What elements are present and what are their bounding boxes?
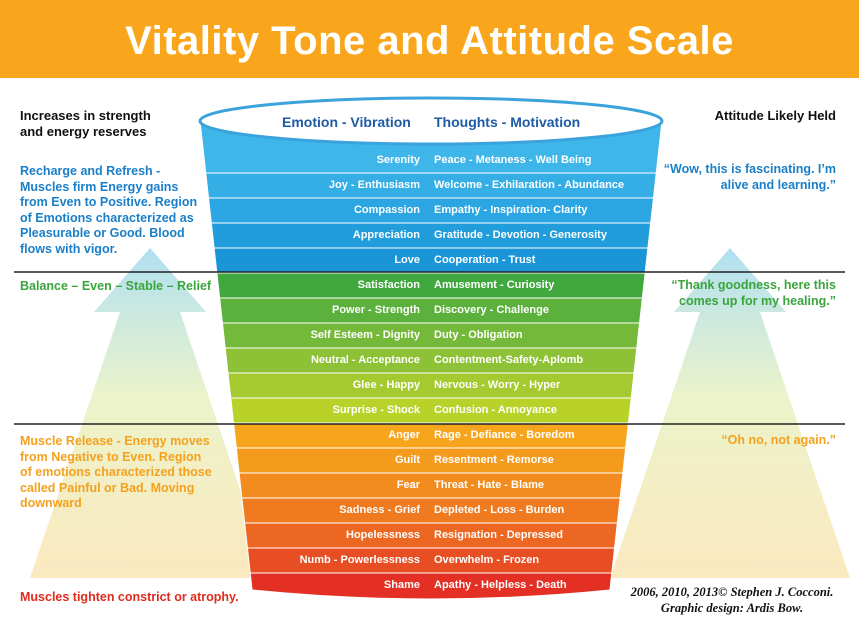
quote-bottom: “Oh no, not again.”: [721, 433, 836, 447]
muscle-release-line: called Painful or Bad. Moving: [20, 480, 195, 495]
left-up-arrow: [30, 248, 270, 578]
recharge-line: of Emotions characterized as: [20, 210, 194, 225]
thoughts-column-header: Thoughts - Motivation: [434, 114, 581, 130]
funnel-top-ellipse: [198, 96, 664, 146]
recharge-line: Recharge and Refresh -: [20, 164, 161, 178]
muscle-release-line: from Negative to Even. Region: [20, 449, 202, 464]
emotion-label: Surprise - Shock: [332, 404, 420, 416]
thought-label: Amusement - Curiosity: [434, 279, 555, 291]
thought-label: Empathy - Inspiration- Clarity: [434, 204, 588, 216]
left-header-line: Increases in strength: [20, 108, 151, 123]
credit: 2006, 2010, 2013© Stephen J. Cocconi. Gr…: [612, 584, 852, 616]
emotion-label: Joy - Enthusiasm: [328, 179, 420, 191]
muscle-release-line: Muscle Release - Energy moves: [20, 434, 210, 448]
thought-label: Cooperation - Trust: [434, 254, 536, 266]
thought-label: Discovery - Challenge: [434, 304, 549, 316]
muscle-release-line: of emotions characterized those: [20, 465, 212, 479]
right-up-arrow: [610, 248, 850, 578]
right-header: Attitude Likely Held: [714, 108, 836, 123]
emotion-label: Anger: [388, 429, 420, 441]
emotion-label: Shame: [383, 579, 420, 591]
recharge-line: flows with vigor.: [20, 241, 118, 256]
emotion-label: Guilt: [394, 454, 420, 466]
emotion-label: Numb - Powerlessness: [299, 554, 420, 566]
quote-mid-line: “Thank goodness, here this: [671, 278, 836, 292]
quote-mid: “Thank goodness, here this comes up for …: [636, 278, 836, 309]
emotion-label: Fear: [396, 479, 420, 491]
recharge-line: from Even to Positive. Region: [20, 195, 198, 209]
muscles-tighten-note: Muscles tighten constrict or atrophy.: [20, 590, 239, 604]
emotion-column-header: Emotion - Vibration: [282, 114, 411, 130]
thought-label: Depleted - Loss - Burden: [434, 504, 565, 516]
thought-label: Contentment-Safety-Aplomb: [434, 354, 584, 366]
thought-label: Nervous - Worry - Hyper: [434, 379, 561, 391]
recharge-line: Muscles firm Energy gains: [20, 179, 179, 194]
quote-top-line: “Wow, this is fascinating. I’m: [663, 162, 836, 176]
quote-top-line: alive and learning.”: [720, 177, 836, 192]
thought-label: Overwhelm - Frozen: [434, 554, 540, 566]
emotion-label: Satisfaction: [357, 279, 420, 291]
thought-label: Apathy - Helpless - Death: [434, 579, 567, 591]
left-header-line: and energy reserves: [20, 124, 147, 139]
emotion-label: Sadness - Grief: [339, 504, 420, 516]
left-header: Increases in strength and energy reserve…: [20, 108, 151, 140]
emotion-label: Love: [394, 254, 420, 266]
emotion-label: Serenity: [376, 154, 420, 166]
thought-label: Confusion - Annoyance: [434, 404, 558, 416]
funnel-rows: [199, 120, 663, 600]
muscle-release-line: downward: [20, 496, 82, 510]
emotion-label: Hopelessness: [346, 529, 420, 541]
recharge-text: Recharge and Refresh - Muscles firm Ener…: [20, 164, 210, 257]
emotion-label: Glee - Happy: [352, 379, 420, 391]
thought-label: Rage - Defiance - Boredom: [434, 429, 575, 441]
recharge-line: Pleasurable or Good. Blood: [20, 226, 185, 240]
quote-top: “Wow, this is fascinating. I’m alive and…: [636, 162, 836, 193]
emotion-label: Power - Strength: [331, 304, 420, 316]
funnel-band: [249, 572, 613, 600]
thought-label: Resentment - Remorse: [434, 454, 554, 466]
emotion-label: Compassion: [353, 204, 420, 216]
page-title: Vitality Tone and Attitude Scale: [125, 19, 734, 63]
thought-label: Duty - Obligation: [434, 329, 523, 341]
quote-mid-line: comes up for my healing.”: [679, 293, 836, 308]
thought-label: Threat - Hate - Blame: [434, 479, 545, 491]
balance-label: Balance – Even – Stable – Relief: [20, 279, 212, 293]
thought-label: Welcome - Exhilaration - Abundance: [434, 179, 625, 191]
emotion-label: Appreciation: [352, 229, 420, 241]
thought-label: Gratitude - Devotion - Generosity: [434, 229, 607, 241]
credit-line: Graphic design: Ardis Bow.: [660, 601, 804, 615]
muscle-release-text: Muscle Release - Energy moves from Negat…: [20, 434, 220, 512]
credit-line: 2006, 2010, 2013© Stephen J. Cocconi.: [630, 585, 834, 599]
thought-label: Resignation - Depressed: [434, 529, 563, 541]
title-banner: Vitality Tone and Attitude Scale: [0, 0, 859, 78]
emotion-label: Self Esteem - Dignity: [310, 329, 420, 341]
emotion-label: Neutral - Acceptance: [310, 354, 420, 366]
thought-label: Peace - Metaness - Well Being: [434, 154, 592, 166]
